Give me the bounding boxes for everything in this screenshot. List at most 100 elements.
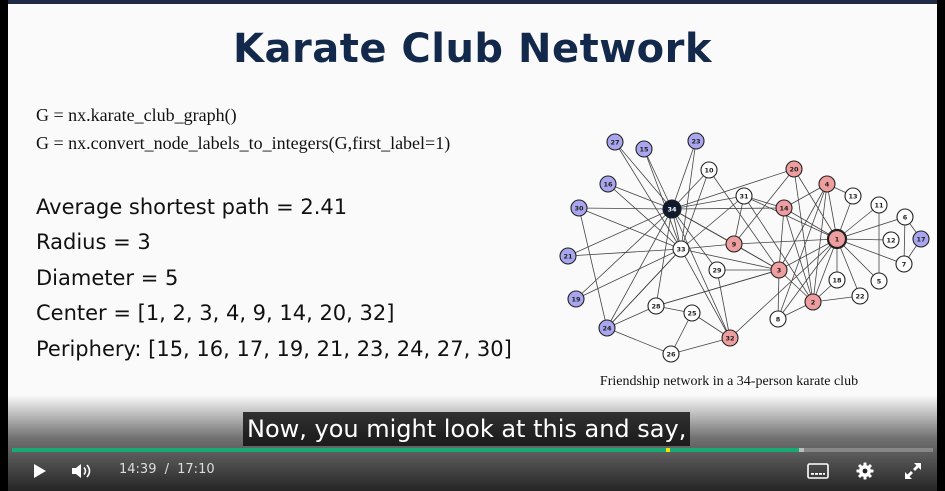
- network-edge: [578, 207, 682, 250]
- network-edge: [567, 208, 673, 257]
- network-edge: [733, 243, 780, 271]
- network-node-label: 21: [563, 253, 573, 261]
- network-edge: [671, 168, 795, 210]
- network-edge: [655, 269, 780, 307]
- code-line: G = nx.karate_club_graph(): [36, 105, 237, 125]
- network-node-label: 19: [571, 296, 581, 304]
- network-node-25: 25: [683, 304, 701, 322]
- settings-button[interactable]: [852, 456, 878, 486]
- network-node-label: 27: [610, 139, 619, 147]
- network-node-6: 6: [896, 208, 914, 226]
- network-edge: [743, 195, 814, 303]
- fullscreen-icon: [905, 463, 921, 479]
- network-edge: [578, 207, 608, 329]
- network-edge: [783, 207, 814, 303]
- network-edge: [733, 238, 838, 245]
- network-edge: [812, 238, 838, 303]
- stat-average-shortest-path: Average shortest path = 2.41: [36, 195, 348, 219]
- network-node-label: 7: [902, 261, 907, 269]
- karate-network-diagram: 2715231630211924171031343329282526201493…: [559, 132, 930, 363]
- play-button[interactable]: [28, 456, 52, 486]
- progress-played: [12, 448, 800, 452]
- network-edge: [778, 183, 828, 271]
- network-node-label: 16: [603, 181, 613, 189]
- network-edge: [729, 238, 838, 339]
- play-icon: [34, 464, 46, 478]
- network-node-14: 14: [775, 199, 793, 217]
- network-edge: [778, 207, 785, 271]
- network-node-13: 13: [844, 187, 862, 205]
- network-edge: [671, 208, 718, 271]
- stat-periphery: Periphery: [15, 16, 17, 19, 21, 23, 24, …: [36, 337, 512, 361]
- network-node-12: 12: [882, 231, 900, 249]
- network-edge: [680, 248, 780, 271]
- network-node-label: 17: [916, 236, 925, 244]
- network-edge: [671, 140, 697, 210]
- network-node-11: 11: [870, 196, 888, 214]
- network-node-label: 32: [725, 335, 734, 343]
- network-edge: [671, 207, 785, 210]
- volume-icon: [72, 464, 91, 478]
- network-node-20: 20: [785, 160, 803, 178]
- slide-top-bar: [8, 0, 937, 4]
- network-edge: [671, 195, 745, 210]
- network-node-label: 8: [776, 316, 781, 324]
- network-node-10: 10: [700, 161, 718, 179]
- subtitle-caption: Now, you might look at this and say,: [243, 412, 691, 446]
- network-node-31: 31: [735, 187, 753, 205]
- subtitles-button[interactable]: [804, 456, 832, 486]
- network-node-8: 8: [769, 310, 787, 328]
- network-edge: [607, 183, 673, 210]
- network-node-24: 24: [598, 319, 616, 337]
- network-node-label: 24: [602, 325, 612, 333]
- volume-button[interactable]: [68, 456, 96, 486]
- network-node-label: 2: [811, 299, 816, 307]
- network-node-label: 20: [789, 166, 799, 174]
- network-node-34: 34: [662, 199, 682, 219]
- network-node-label: 10: [704, 167, 714, 175]
- network-node-32: 32: [721, 329, 739, 347]
- network-node-15: 15: [635, 140, 653, 158]
- network-node-label: 11: [874, 202, 884, 210]
- network-node-label: 25: [687, 310, 697, 318]
- stat-radius: Radius = 3: [36, 230, 151, 254]
- gear-icon: [856, 462, 874, 480]
- network-node-27: 27: [606, 133, 624, 151]
- network-node-label: 29: [712, 267, 722, 275]
- network-edge: [614, 141, 682, 250]
- network-edge: [607, 183, 682, 250]
- network-node-33: 33: [672, 240, 690, 258]
- network-node-16: 16: [599, 175, 617, 193]
- network-node-label: 14: [779, 205, 789, 213]
- figure-caption: Friendship network in a 34-person karate…: [599, 374, 859, 389]
- network-edge: [680, 169, 710, 250]
- network-edge: [575, 208, 673, 300]
- network-node-label: 9: [732, 241, 737, 249]
- code-line: G = nx.convert_node_labels_to_integers(G…: [36, 133, 451, 153]
- network-edge: [670, 337, 731, 355]
- network-node-label: 15: [639, 146, 649, 154]
- network-node-28: 28: [647, 297, 665, 315]
- fullscreen-button[interactable]: [900, 456, 926, 486]
- network-node-label: 5: [877, 278, 882, 286]
- stat-center: Center = [1, 2, 3, 4, 9, 14, 20, 32]: [36, 301, 395, 325]
- network-node-26: 26: [662, 345, 680, 363]
- network-node-29: 29: [708, 261, 726, 279]
- network-node-22: 22: [851, 287, 869, 305]
- network-edge: [680, 243, 735, 250]
- time-display: 14:39 / 17:10: [119, 462, 215, 477]
- network-edge: [793, 168, 814, 303]
- network-edge: [777, 238, 838, 320]
- network-node-label: 6: [903, 214, 908, 222]
- network-node-label: 28: [651, 303, 661, 311]
- network-edge: [812, 183, 828, 303]
- network-edge: [680, 248, 731, 339]
- progress-bar[interactable]: [12, 448, 933, 452]
- network-edge: [708, 169, 780, 271]
- network-edge: [643, 148, 682, 250]
- network-edge: [614, 141, 673, 210]
- network-edge: [783, 207, 838, 240]
- network-edge: [836, 216, 906, 240]
- network-node-19: 19: [567, 290, 585, 308]
